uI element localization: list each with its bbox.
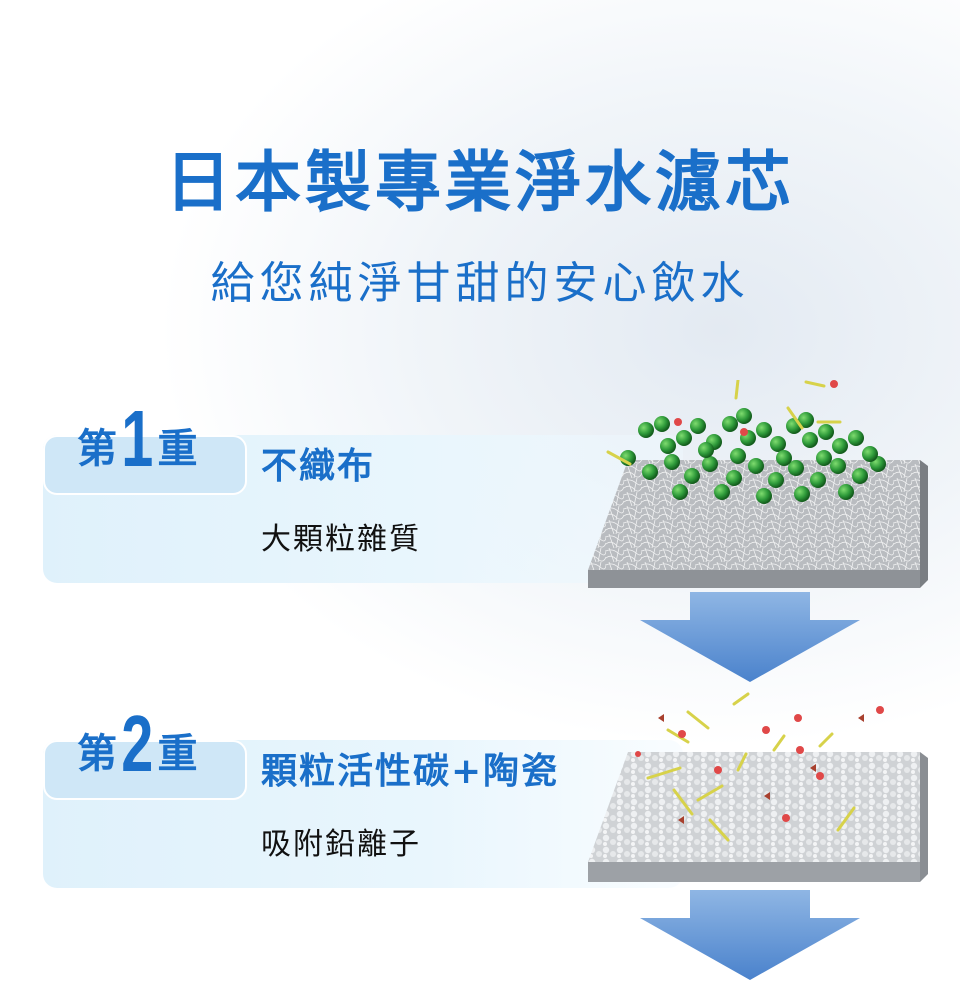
lead-ion-particles (635, 706, 884, 822)
green-particle (714, 484, 730, 500)
fabric-top (588, 460, 920, 570)
green-particle (730, 448, 746, 464)
page-title: 日本製專業淨水濾芯 (165, 144, 795, 221)
green-particle (672, 484, 688, 500)
nonwoven-filter-illustration (588, 380, 928, 588)
green-particle (736, 408, 752, 424)
green-particle (818, 424, 834, 440)
carbon-ceramic-filter-illustration (588, 692, 928, 882)
stage-suffix: 重 (157, 731, 198, 777)
green-particle (862, 446, 878, 462)
stage-badge-2: 第 2 重 (77, 704, 198, 788)
stage-suffix: 重 (157, 426, 198, 472)
green-particle (642, 464, 658, 480)
down-arrow-icon (640, 592, 860, 682)
stage-card-1: 第 1 重 不織布 大顆粒雜質 (43, 399, 683, 583)
green-particle (770, 436, 786, 452)
green-particle (816, 450, 832, 466)
stage-name: 顆粒活性碳+陶瓷 (261, 751, 560, 792)
green-particle (802, 432, 818, 448)
green-particle (848, 430, 864, 446)
green-particle (638, 422, 654, 438)
green-particle (684, 468, 700, 484)
page-subtitle: 給您純淨甘甜的安心飲水 (210, 258, 750, 309)
green-particle (690, 418, 706, 434)
green-particle (664, 454, 680, 470)
green-particle (748, 458, 764, 474)
green-particle (726, 470, 742, 486)
stage-badge-1: 第 1 重 (77, 399, 198, 483)
red-particles (674, 380, 838, 436)
down-arrow-icon (640, 890, 860, 980)
green-particle (660, 438, 676, 454)
stage-number: 2 (121, 699, 154, 788)
green-particle (698, 442, 714, 458)
green-particle (776, 450, 792, 466)
green-particle (768, 472, 784, 488)
stage-description: 吸附鉛離子 (261, 827, 421, 862)
stage-name: 不織布 (261, 446, 376, 487)
stage-badge-pill (43, 435, 247, 495)
granule-edge (588, 862, 920, 882)
green-particle (810, 472, 826, 488)
stage-badge-pill (43, 740, 247, 800)
green-particle (838, 484, 854, 500)
sediment-particles (658, 714, 864, 824)
granule-top (588, 752, 920, 862)
green-particle (756, 488, 772, 504)
fabric-edge (588, 570, 920, 588)
green-particle (788, 460, 804, 476)
stage-description: 大顆粒雜質 (261, 522, 421, 557)
stage-card-2: 第 2 重 顆粒活性碳+陶瓷 吸附鉛離子 (43, 704, 683, 888)
stage-prefix: 第 (77, 731, 117, 777)
green-particle (832, 438, 848, 454)
green-particle (702, 456, 718, 472)
green-particle (794, 486, 810, 502)
green-particle (722, 416, 738, 432)
stage-number: 1 (121, 394, 154, 483)
stage-prefix: 第 (77, 426, 117, 472)
green-particle (798, 412, 814, 428)
green-particle (654, 416, 670, 432)
green-particle (676, 430, 692, 446)
green-particle (852, 468, 868, 484)
fiber-debris (606, 380, 842, 466)
fiber-debris (646, 692, 856, 842)
green-particles (620, 408, 886, 504)
green-particle (756, 422, 772, 438)
green-particle (830, 458, 846, 474)
